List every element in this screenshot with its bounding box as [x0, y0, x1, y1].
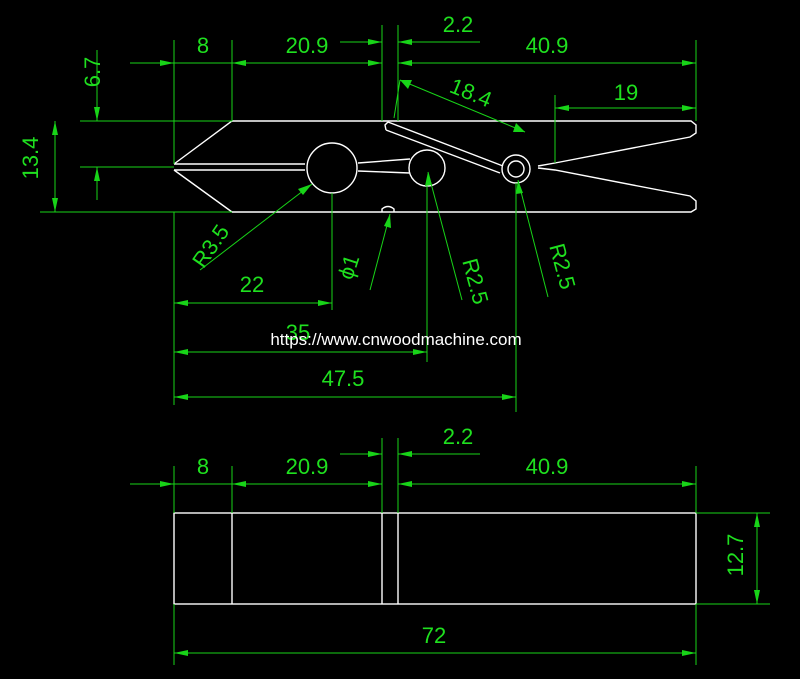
pivot-hole-inner: [507, 160, 525, 178]
lower-jaw-outline: [173, 167, 697, 213]
watermark-url: https://www.cnwoodmachine.com: [270, 330, 521, 349]
top-view-dimension-lines: [130, 438, 770, 665]
top-dim-72: 72: [422, 623, 446, 648]
dim-phi1: ϕ1: [333, 251, 364, 282]
top-dim-8: 8: [197, 454, 209, 479]
spring-slot-end: [384, 121, 389, 131]
dim-r3-5: R3.5: [187, 220, 234, 272]
top-view-outline: [173, 512, 697, 605]
dim-47-5: 47.5: [322, 366, 365, 391]
top-dim-2-2: 2.2: [443, 424, 474, 449]
dim-13-4: 13.4: [18, 137, 43, 180]
dim-35: 35: [286, 320, 310, 345]
top-dim-40-9: 40.9: [526, 454, 569, 479]
small-notch-phi1: [381, 205, 395, 212]
big-hole-r3-5: [306, 142, 358, 194]
dim-40-9: 40.9: [526, 33, 569, 58]
side-view-arrowheads: [52, 39, 696, 400]
spring-slot-upper: [387, 121, 504, 167]
upper-jaw-outline: [173, 120, 697, 167]
groove-upper: [357, 158, 411, 164]
dim-22: 22: [240, 272, 264, 297]
dim-8: 8: [197, 33, 209, 58]
top-view-body: [173, 512, 697, 605]
dim-r2-5-pivot: R2.5: [544, 241, 580, 292]
dim-20-9: 20.9: [286, 33, 329, 58]
spring-slot-lower: [385, 129, 501, 174]
dim-r2-5-mid: R2.5: [457, 256, 493, 307]
top-view-arrowheads: [160, 451, 760, 656]
pivot-hole-outer: [501, 154, 531, 184]
dim-2-2: 2.2: [443, 12, 474, 37]
groove-lower: [357, 170, 411, 174]
side-view-dimension-lines: [40, 25, 697, 412]
dim-18-4: 18.4: [446, 73, 495, 112]
top-dim-12-7: 12.7: [723, 534, 748, 577]
dim-19: 19: [614, 80, 638, 105]
top-dim-20-9: 20.9: [286, 454, 329, 479]
dim-6-7: 6.7: [80, 57, 105, 88]
